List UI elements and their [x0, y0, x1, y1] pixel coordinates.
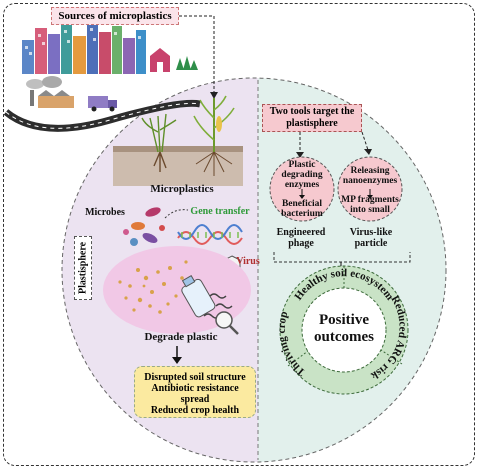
tools-arrows [299, 131, 369, 154]
phage-label: Engineered phage [270, 227, 332, 249]
harm-box: Disrupted soil structure Antibiotic resi… [134, 366, 256, 418]
vlp-label: Virus-like particle [340, 227, 402, 249]
barn-icon [150, 48, 170, 72]
enzyme-text-1: Plastic [288, 160, 316, 170]
city-skyline-icon [22, 22, 146, 74]
nano-text-3: MP fragments [341, 195, 399, 205]
positive-outcomes-label: Positive outcomes [302, 312, 386, 346]
soil-block [113, 146, 243, 186]
trees-icon [176, 56, 198, 70]
main-circle [61, 77, 447, 463]
plastic-bottle-icon [181, 274, 216, 318]
enzyme-text-5: bacterium [281, 209, 323, 219]
enzyme-circle-text: Plastic degrading enzymes Beneficial bac… [272, 160, 332, 219]
factory-icon [26, 76, 74, 108]
vlp-text-1: Virus-like [349, 227, 393, 238]
microbes-icon [123, 207, 165, 246]
enzyme-text-4: Beneficial [281, 199, 323, 209]
nano-inner-arrow [367, 189, 373, 199]
enzyme-text-3: enzymes [284, 180, 320, 190]
nano-text-4: into small [350, 205, 390, 215]
gene-transfer-arrow [164, 209, 189, 219]
truck-icon [88, 96, 117, 112]
microplastics-label: Microplastics [150, 183, 214, 195]
degrade-plastic-label: Degrade plastic [144, 331, 218, 343]
nano-circle-text: Releasing nanoenzymes MP fragments into … [338, 166, 402, 215]
harm-line-2: Antibiotic resistance [151, 383, 239, 394]
tools-title-box: Two tools target the plastisphere [262, 104, 362, 132]
sources-title-box: Sources of microplastics [51, 7, 179, 25]
enzyme-text-2: degrading [281, 170, 323, 180]
harm-line-4: Reduced crop health [150, 405, 240, 416]
degrade-down-arrow [172, 346, 182, 364]
tools-title-line-1: Two tools target the [269, 106, 355, 117]
road-icon [3, 99, 201, 132]
plastisphere-box: Plastisphere [74, 236, 92, 300]
phage-text-1: Engineered [276, 227, 326, 238]
sources-arrow [179, 15, 215, 94]
nano-text-2: nanoenzymes [342, 176, 398, 186]
wheat-plant-icon [141, 113, 177, 172]
gene-transfer-label: Gene transfer [190, 206, 250, 217]
harm-line-3: spread [180, 394, 210, 405]
enzyme-inner-arrow [299, 189, 305, 199]
ring-dividers [287, 266, 403, 367]
dna-icon [177, 224, 243, 245]
positive-text-2: outcomes [314, 329, 374, 345]
tools-title-line-2: plastisphere [286, 118, 338, 129]
plastisphere-label: Plastisphere [77, 241, 89, 295]
magnifier-icon [215, 311, 239, 335]
microbes-label: Microbes [85, 207, 125, 218]
sources-title: Sources of microplastics [58, 10, 172, 22]
nano-text-1: Releasing [350, 166, 390, 176]
tools-bracket [273, 252, 411, 263]
harm-line-1: Disrupted soil structure [144, 372, 246, 383]
corn-plant-icon [193, 95, 235, 176]
degrade-blob [103, 246, 251, 334]
vlp-text-2: particle [354, 238, 388, 249]
phage-text-2: phage [288, 238, 314, 249]
virus-label: Virus [236, 256, 260, 267]
positive-text-1: Positive [319, 312, 369, 328]
